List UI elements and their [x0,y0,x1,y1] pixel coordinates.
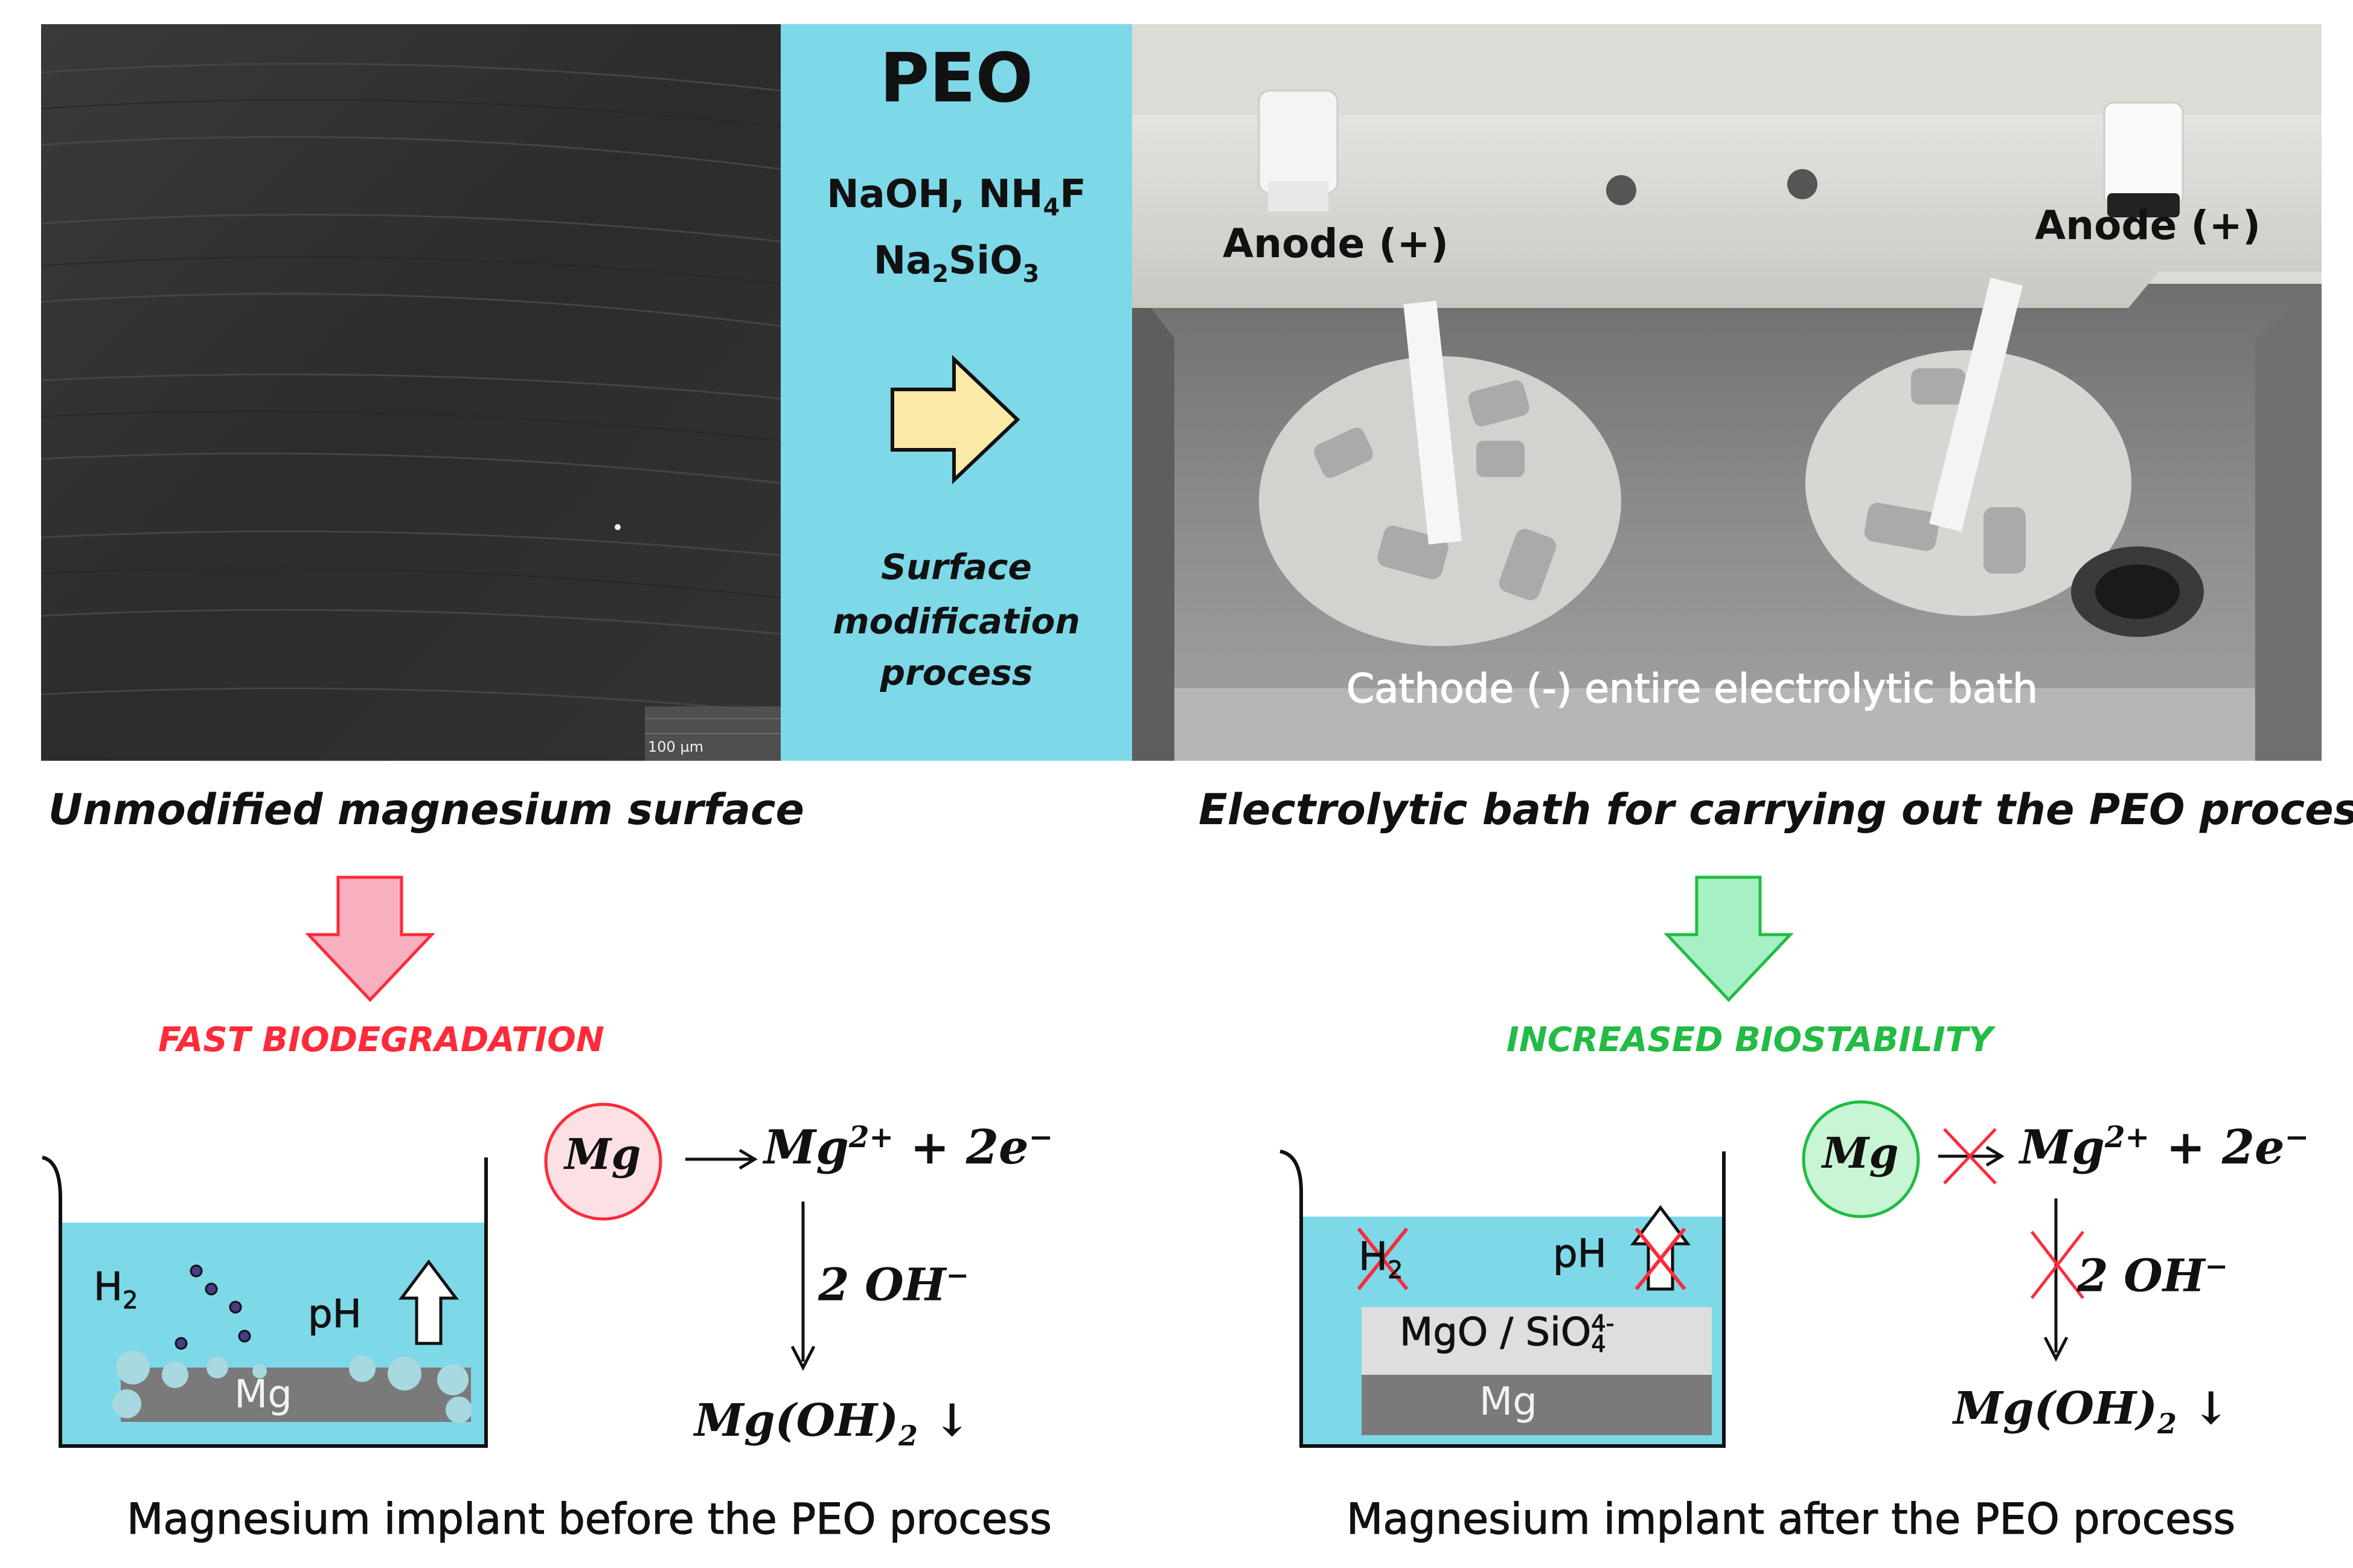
right-ph-label: pH [1553,1232,1607,1277]
left-down-arrow-icon [790,1202,816,1371]
left-mg-block-label: Mg [234,1372,292,1417]
left-ph-label: pH [308,1292,362,1337]
left-eq-oh: 2 OH− [818,1259,970,1311]
right-eq-oh: 2 OH− [2077,1250,2229,1302]
scale-bar-label: 100 µm [648,738,704,755]
right-h2-label: H2 [1358,1235,1403,1285]
right-status-label: INCREASED BIOSTABILITY [1506,1020,1993,1060]
right-beaker [1279,1150,1726,1448]
left-bottom-caption: Magnesium implant before the PEO process [126,1494,1052,1544]
right-eq-hydroxide: Mg(OH)2 ↓ [1953,1383,2230,1440]
bath-caption: Electrolytic bath for carrying out the P… [1199,785,2353,834]
left-eq-mg: Mg [565,1129,641,1179]
process-reagents-line2: Na2SiO3 [873,238,1040,288]
right-blocked-down-arrow-icon [2031,1198,2084,1362]
electrolytic-bath-photo [1132,24,2322,761]
process-title: PEO [880,39,1033,118]
anode-left-label: Anode (+) [1223,220,1449,267]
anode-right-label: Anode (+) [2035,202,2261,249]
process-desc-line3: process [880,652,1033,693]
right-eq-product: Mg2+ + 2e− [2020,1120,2310,1175]
right-bottom-caption: Magnesium implant after the PEO process [1346,1494,2236,1544]
right-blocked-arrow-icon [1938,1128,2005,1185]
right-mg-block-label: Mg [1479,1380,1537,1424]
cathode-label: Cathode (-) entire electrolytic bath [1346,665,2038,712]
process-arrow-icon [891,355,1020,484]
left-eq-product: Mg2+ + 2e− [764,1120,1054,1175]
left-beaker [42,1156,488,1448]
left-reaction-arrow-icon [685,1148,758,1170]
process-desc-line2: modification [833,601,1080,642]
process-desc-line1: Surface [881,546,1032,587]
process-reagents-line1: NaOH, NH4F [827,172,1086,222]
stability-arrow-icon [1663,875,1794,1002]
left-mg-circle [544,1102,662,1221]
right-eq-mg: Mg [1822,1128,1899,1178]
left-h2-label: H2 [93,1265,138,1315]
degradation-arrow-icon [305,875,435,1002]
sem-micrograph [41,24,781,761]
left-status-label: FAST BIODEGRADATION [158,1020,604,1060]
left-eq-hydroxide: Mg(OH)2 ↓ [694,1395,971,1452]
sem-caption: Unmodified magnesium surface [48,785,804,834]
right-mg-circle [1802,1100,1920,1218]
